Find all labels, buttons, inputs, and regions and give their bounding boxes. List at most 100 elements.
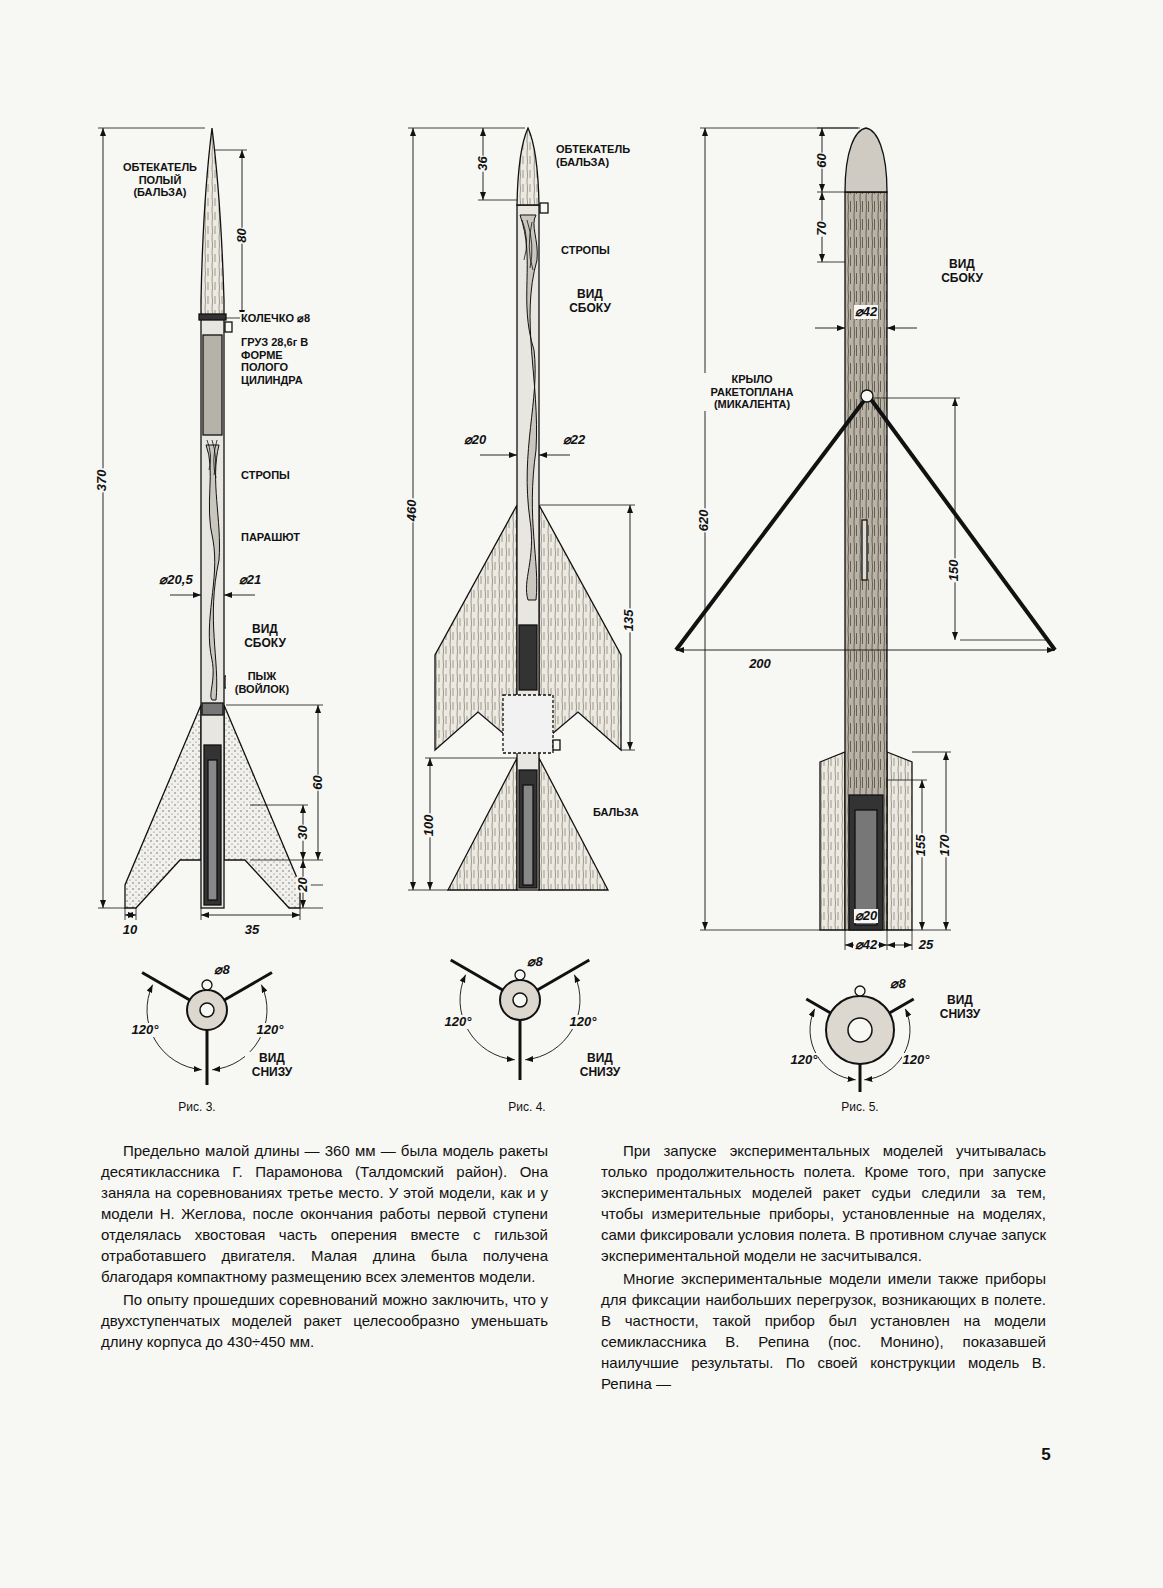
dimension-line bbox=[170, 595, 201, 596]
ring bbox=[199, 314, 226, 320]
wing-slot bbox=[862, 520, 867, 580]
nose-cone bbox=[517, 128, 539, 205]
page-number: 5 bbox=[1040, 1445, 1051, 1465]
angle-arc bbox=[864, 1009, 910, 1080]
motor-section bbox=[200, 1003, 214, 1017]
extension-line bbox=[425, 758, 517, 759]
angle: 120° bbox=[902, 1053, 931, 1068]
shroud-lines bbox=[207, 440, 217, 478]
fin-edge bbox=[519, 1020, 522, 1080]
body-section bbox=[187, 990, 227, 1030]
dimension: 20 bbox=[296, 876, 311, 892]
part-label: ОБТЕКАТЕЛЬ ПОЛЫЙ (БАЛЬЗА) bbox=[117, 161, 203, 199]
extension-line bbox=[250, 805, 308, 806]
dimension: 460 bbox=[406, 498, 421, 522]
fin-edge bbox=[859, 1064, 862, 1092]
coupler bbox=[503, 695, 553, 753]
fin bbox=[448, 758, 517, 890]
part-label: СТРОПЫ bbox=[240, 469, 291, 482]
fin bbox=[224, 705, 300, 908]
part-label: ПАРАШЮТ bbox=[240, 531, 301, 544]
dimension: 70 bbox=[815, 220, 830, 236]
dimension-line bbox=[887, 328, 917, 329]
dimension: ⌀8 bbox=[213, 963, 230, 978]
dimension: ⌀20,5 bbox=[158, 573, 193, 588]
body-paragraph: По опыту прошедших соревнований можно за… bbox=[100, 1289, 549, 1352]
view-label: ВИД СБОКУ bbox=[558, 288, 622, 316]
extension-line bbox=[98, 908, 125, 909]
launch-lug bbox=[202, 980, 212, 990]
launch-lug bbox=[855, 986, 865, 996]
fin-edge bbox=[889, 999, 913, 1013]
part-label: СТРОПЫ bbox=[560, 244, 611, 257]
view-label: ВИД СНИЗУ bbox=[933, 994, 987, 1022]
extension-line bbox=[621, 750, 635, 751]
motor bbox=[519, 625, 537, 690]
dimension-line bbox=[480, 455, 517, 456]
view-label: ВИД СБОКУ bbox=[930, 258, 994, 286]
motor-section bbox=[513, 993, 527, 1007]
body-tube bbox=[517, 205, 539, 890]
extension-line bbox=[98, 128, 205, 129]
dimension: ⌀21 bbox=[238, 573, 262, 588]
body-section bbox=[500, 980, 540, 1020]
fin-edge bbox=[206, 1030, 209, 1085]
dimension: 30 bbox=[296, 824, 311, 840]
launch-lug bbox=[540, 203, 548, 213]
dimension: ⌀8 bbox=[526, 955, 543, 970]
extension-line bbox=[540, 505, 635, 506]
angle-arc bbox=[810, 1009, 856, 1080]
extension-line bbox=[912, 752, 951, 753]
angle: 120° bbox=[256, 1023, 285, 1038]
dimension-line bbox=[539, 455, 570, 456]
dimension: ⌀20 bbox=[463, 433, 487, 448]
body-section bbox=[826, 996, 894, 1064]
motor bbox=[849, 795, 883, 930]
dimension-line bbox=[887, 945, 912, 946]
dimension-line bbox=[103, 128, 104, 908]
extension-line bbox=[700, 128, 860, 129]
fin bbox=[125, 705, 201, 908]
dimension-line bbox=[815, 328, 845, 329]
fin bbox=[887, 752, 912, 930]
wing-pivot bbox=[861, 390, 873, 402]
figure-caption: Рис. 5. bbox=[840, 1101, 879, 1115]
dimension: 135 bbox=[623, 608, 638, 632]
motor-core bbox=[208, 760, 217, 900]
dimension: 80 bbox=[235, 227, 250, 243]
dimension: 36 bbox=[476, 155, 491, 171]
view-label: ВИД СНИЗУ bbox=[573, 1052, 627, 1080]
angle: 120° bbox=[790, 1053, 819, 1068]
fin bbox=[820, 752, 845, 930]
extension-line bbox=[845, 930, 846, 950]
launch-lug bbox=[553, 740, 560, 750]
motor bbox=[519, 770, 537, 888]
part-label: ОБТЕКАТЕЛЬ (БАЛЬЗА) bbox=[555, 143, 637, 168]
parachute bbox=[206, 445, 219, 700]
dimension: 25 bbox=[918, 938, 934, 953]
parachute bbox=[520, 215, 537, 600]
extension-line bbox=[136, 908, 137, 920]
dimension: 150 bbox=[948, 558, 963, 582]
fin-edge bbox=[537, 960, 589, 990]
dimension-line bbox=[201, 915, 300, 916]
figure-caption: Рис. 3. bbox=[177, 1101, 216, 1115]
extension-line bbox=[817, 128, 858, 129]
angle: 120° bbox=[569, 1015, 598, 1030]
nose-cone bbox=[845, 128, 887, 192]
dimension-line bbox=[676, 650, 1055, 651]
body-tube bbox=[201, 318, 224, 908]
body-paragraph: Предельно малой длины — 360 мм — была мо… bbox=[100, 1140, 549, 1287]
extension-line bbox=[201, 908, 202, 920]
extension-line bbox=[817, 262, 845, 263]
extension-line bbox=[700, 930, 820, 931]
view-label: ВИД СБОКУ bbox=[233, 623, 297, 651]
drawings bbox=[98, 128, 1055, 1092]
dimension: ⌀20 bbox=[854, 909, 878, 924]
extension-line bbox=[226, 705, 323, 706]
part-label: ПЫЖ (ВОЙЛОК) bbox=[226, 670, 298, 695]
dimension-line bbox=[224, 595, 255, 596]
body-tube bbox=[845, 192, 887, 930]
part-label: КРЫЛО РАКЕТОПЛАНА (МИКАЛЕНТА) bbox=[699, 373, 805, 411]
